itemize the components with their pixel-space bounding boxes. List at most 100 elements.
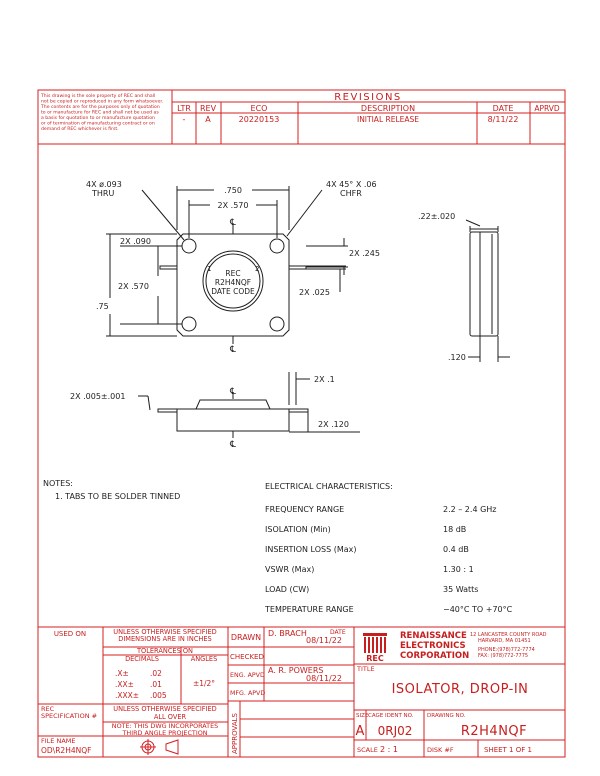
- unless-line-2: DIMENSIONS ARE IN INCHES: [118, 635, 211, 643]
- top-view: ℄ ℄ 1 2 REC R2H4NQF DATE CODE .750 2X .5…: [86, 180, 380, 355]
- tab-right: [288, 265, 307, 270]
- eng-apvd-label: ENG. APVD: [230, 672, 265, 679]
- notice-line: demand of REC whichever is first.: [41, 126, 119, 132]
- drawing-title: ISOLATOR, DROP-IN: [392, 682, 529, 697]
- notice-line: or of termination of manufacturing contr…: [41, 121, 155, 127]
- rec-spec-label-2: SPECIFICATION #: [41, 712, 97, 720]
- dim-front-120: 2X .120: [318, 420, 349, 429]
- rev-header-rev: REV: [200, 104, 217, 113]
- tab-left: [159, 265, 178, 270]
- notice-line: The contents are for the purposes only o…: [40, 104, 160, 110]
- spec-value: 35 Watts: [443, 585, 478, 594]
- rec-spec-label-1: REC: [41, 705, 55, 713]
- size-label: SIZE: [356, 713, 369, 719]
- spec-value: 0.4 dB: [443, 545, 469, 554]
- spec-label: VSWR (Max): [265, 565, 314, 574]
- note-item: 1. TABS TO BE SOLDER TINNED: [55, 492, 180, 501]
- notice-line: to or manufacture for REC and shall not …: [41, 110, 159, 116]
- tol-x-val: .02: [150, 669, 162, 678]
- port-2-label: 2: [255, 265, 259, 273]
- marking-line-3: DATE CODE: [211, 287, 255, 296]
- dim-thickness: .22±.020: [418, 212, 455, 221]
- checked-label: CHECKED: [230, 653, 264, 661]
- hole-note-1: 4X ø.093: [86, 180, 122, 189]
- rev-ltr: -: [183, 115, 186, 124]
- drawn-by: D. BRACH: [268, 629, 307, 638]
- ferrite-disk-inner: [205, 253, 261, 309]
- rev-date: 8/11/22: [488, 115, 519, 124]
- rev-header-ltr: LTR: [177, 104, 191, 113]
- company-address-1: 12 LANCASTER COUNTY ROAD: [470, 632, 547, 638]
- company-name-3: CORPORATION: [400, 651, 469, 661]
- company-phone: PHONE:(978)772-7774: [478, 647, 535, 653]
- mounting-hole: [181, 238, 197, 254]
- front-body-outline: [176, 408, 290, 432]
- approvals-label: APPROVALS: [231, 712, 239, 754]
- spec-value: −40°C TO +70°C: [443, 605, 513, 614]
- centerline-symbol: ℄: [229, 387, 236, 397]
- rev-header-eco: ECO: [251, 104, 268, 113]
- rev-rev: A: [205, 115, 211, 124]
- rev-header-date: DATE: [493, 104, 514, 113]
- isolator-body-outline: [176, 233, 290, 337]
- dim-vert-570: 2X .570: [118, 282, 149, 291]
- title-label: TITLE: [356, 665, 375, 673]
- port-1-label: 1: [207, 265, 211, 273]
- scale-label: SCALE: [357, 746, 378, 754]
- marking-line-1: REC: [225, 269, 240, 278]
- electrical-title: ELECTRICAL CHARACTERISTICS:: [265, 482, 393, 491]
- tol-x: .X±: [115, 669, 129, 678]
- finish-line-2: ALL OVER: [154, 713, 187, 721]
- size-value: A: [356, 724, 365, 739]
- cage-code: 0RJ02: [378, 724, 413, 738]
- side-body-outline: [469, 231, 499, 337]
- unless-line-1: UNLESS OTHERWISE SPECIFIED: [113, 628, 217, 636]
- dim-hole-spacing: 2X .570: [218, 201, 249, 210]
- dim-front-1: 2X .1: [314, 375, 335, 384]
- rev-description: INITIAL RELEASE: [357, 115, 419, 124]
- side-view: .22±.020 .120: [418, 212, 510, 362]
- decimals-label: DECIMALS: [125, 655, 159, 663]
- tol-xx-val: .01: [150, 680, 162, 689]
- notice-line: not be copied or reproduced in any form …: [41, 99, 163, 105]
- tol-xxx-val: .005: [150, 691, 167, 700]
- notice-line: This drawing is the sole property of REC…: [40, 93, 155, 99]
- projection-note-1: NOTE: THIS DWG INCORPORATES: [112, 722, 218, 730]
- notice-line: a basis for quotation to or manufacture …: [41, 115, 155, 121]
- spec-label: INSERTION LOSS (Max): [265, 545, 356, 554]
- dim-edge-090: 2X .090: [120, 237, 151, 246]
- spec-value: 18 dB: [443, 525, 466, 534]
- marking-line-2: R2H4NQF: [215, 278, 251, 287]
- spec-label: TEMPERATURE RANGE: [264, 605, 354, 614]
- angles-label: ANGLES: [191, 655, 218, 663]
- centerline-symbol: ℄: [229, 345, 236, 355]
- finish-line-1: UNLESS OTHERWISE SPECIFIED: [113, 705, 217, 713]
- file-name-label: FILE NAME: [41, 737, 75, 745]
- hole-note-2: THRU: [91, 189, 114, 198]
- title-block: USED ON REC SPECIFICATION # FILE NAME OD…: [38, 626, 565, 757]
- dim-tab-thk: 2X .005±.001: [70, 392, 125, 401]
- spec-value: 2.2 – 2.4 GHz: [443, 505, 497, 514]
- chamfer-note-1: 4X 45° X .06: [326, 180, 377, 189]
- tol-angle: ±1/2°: [193, 679, 215, 688]
- cage-label: CAGE IDENT NO.: [368, 713, 414, 719]
- drawing-no-label: DRAWING NO.: [427, 713, 466, 719]
- dim-width: .750: [224, 186, 242, 195]
- drawn-label: DRAWN: [231, 633, 261, 642]
- eng-date: 08/11/22: [306, 674, 342, 683]
- tolerances-label: TOLERANCES ON: [136, 647, 193, 655]
- chamfer-note-2: CHFR: [340, 189, 362, 198]
- revisions-block: REVISIONS LTR REV ECO DESCRIPTION DATE A…: [38, 90, 565, 145]
- used-on-label: USED ON: [54, 630, 86, 638]
- centerline-symbol: ℄: [229, 218, 236, 228]
- company-name-1: RENAISSANCE: [400, 631, 467, 641]
- front-view: ℄ ℄ 2X .005±.001 2X .1 2X .120: [70, 372, 360, 450]
- disk-label: DISK #F: [427, 746, 454, 754]
- revisions-title: REVISIONS: [334, 92, 402, 103]
- mfg-apvd-label: MFG. APVD: [230, 690, 265, 697]
- spec-label: FREQUENCY RANGE: [265, 505, 344, 514]
- rev-eco: 20220153: [239, 115, 280, 124]
- file-name: OD\R2H4NQF: [41, 746, 91, 755]
- front-top-cover: [195, 399, 271, 410]
